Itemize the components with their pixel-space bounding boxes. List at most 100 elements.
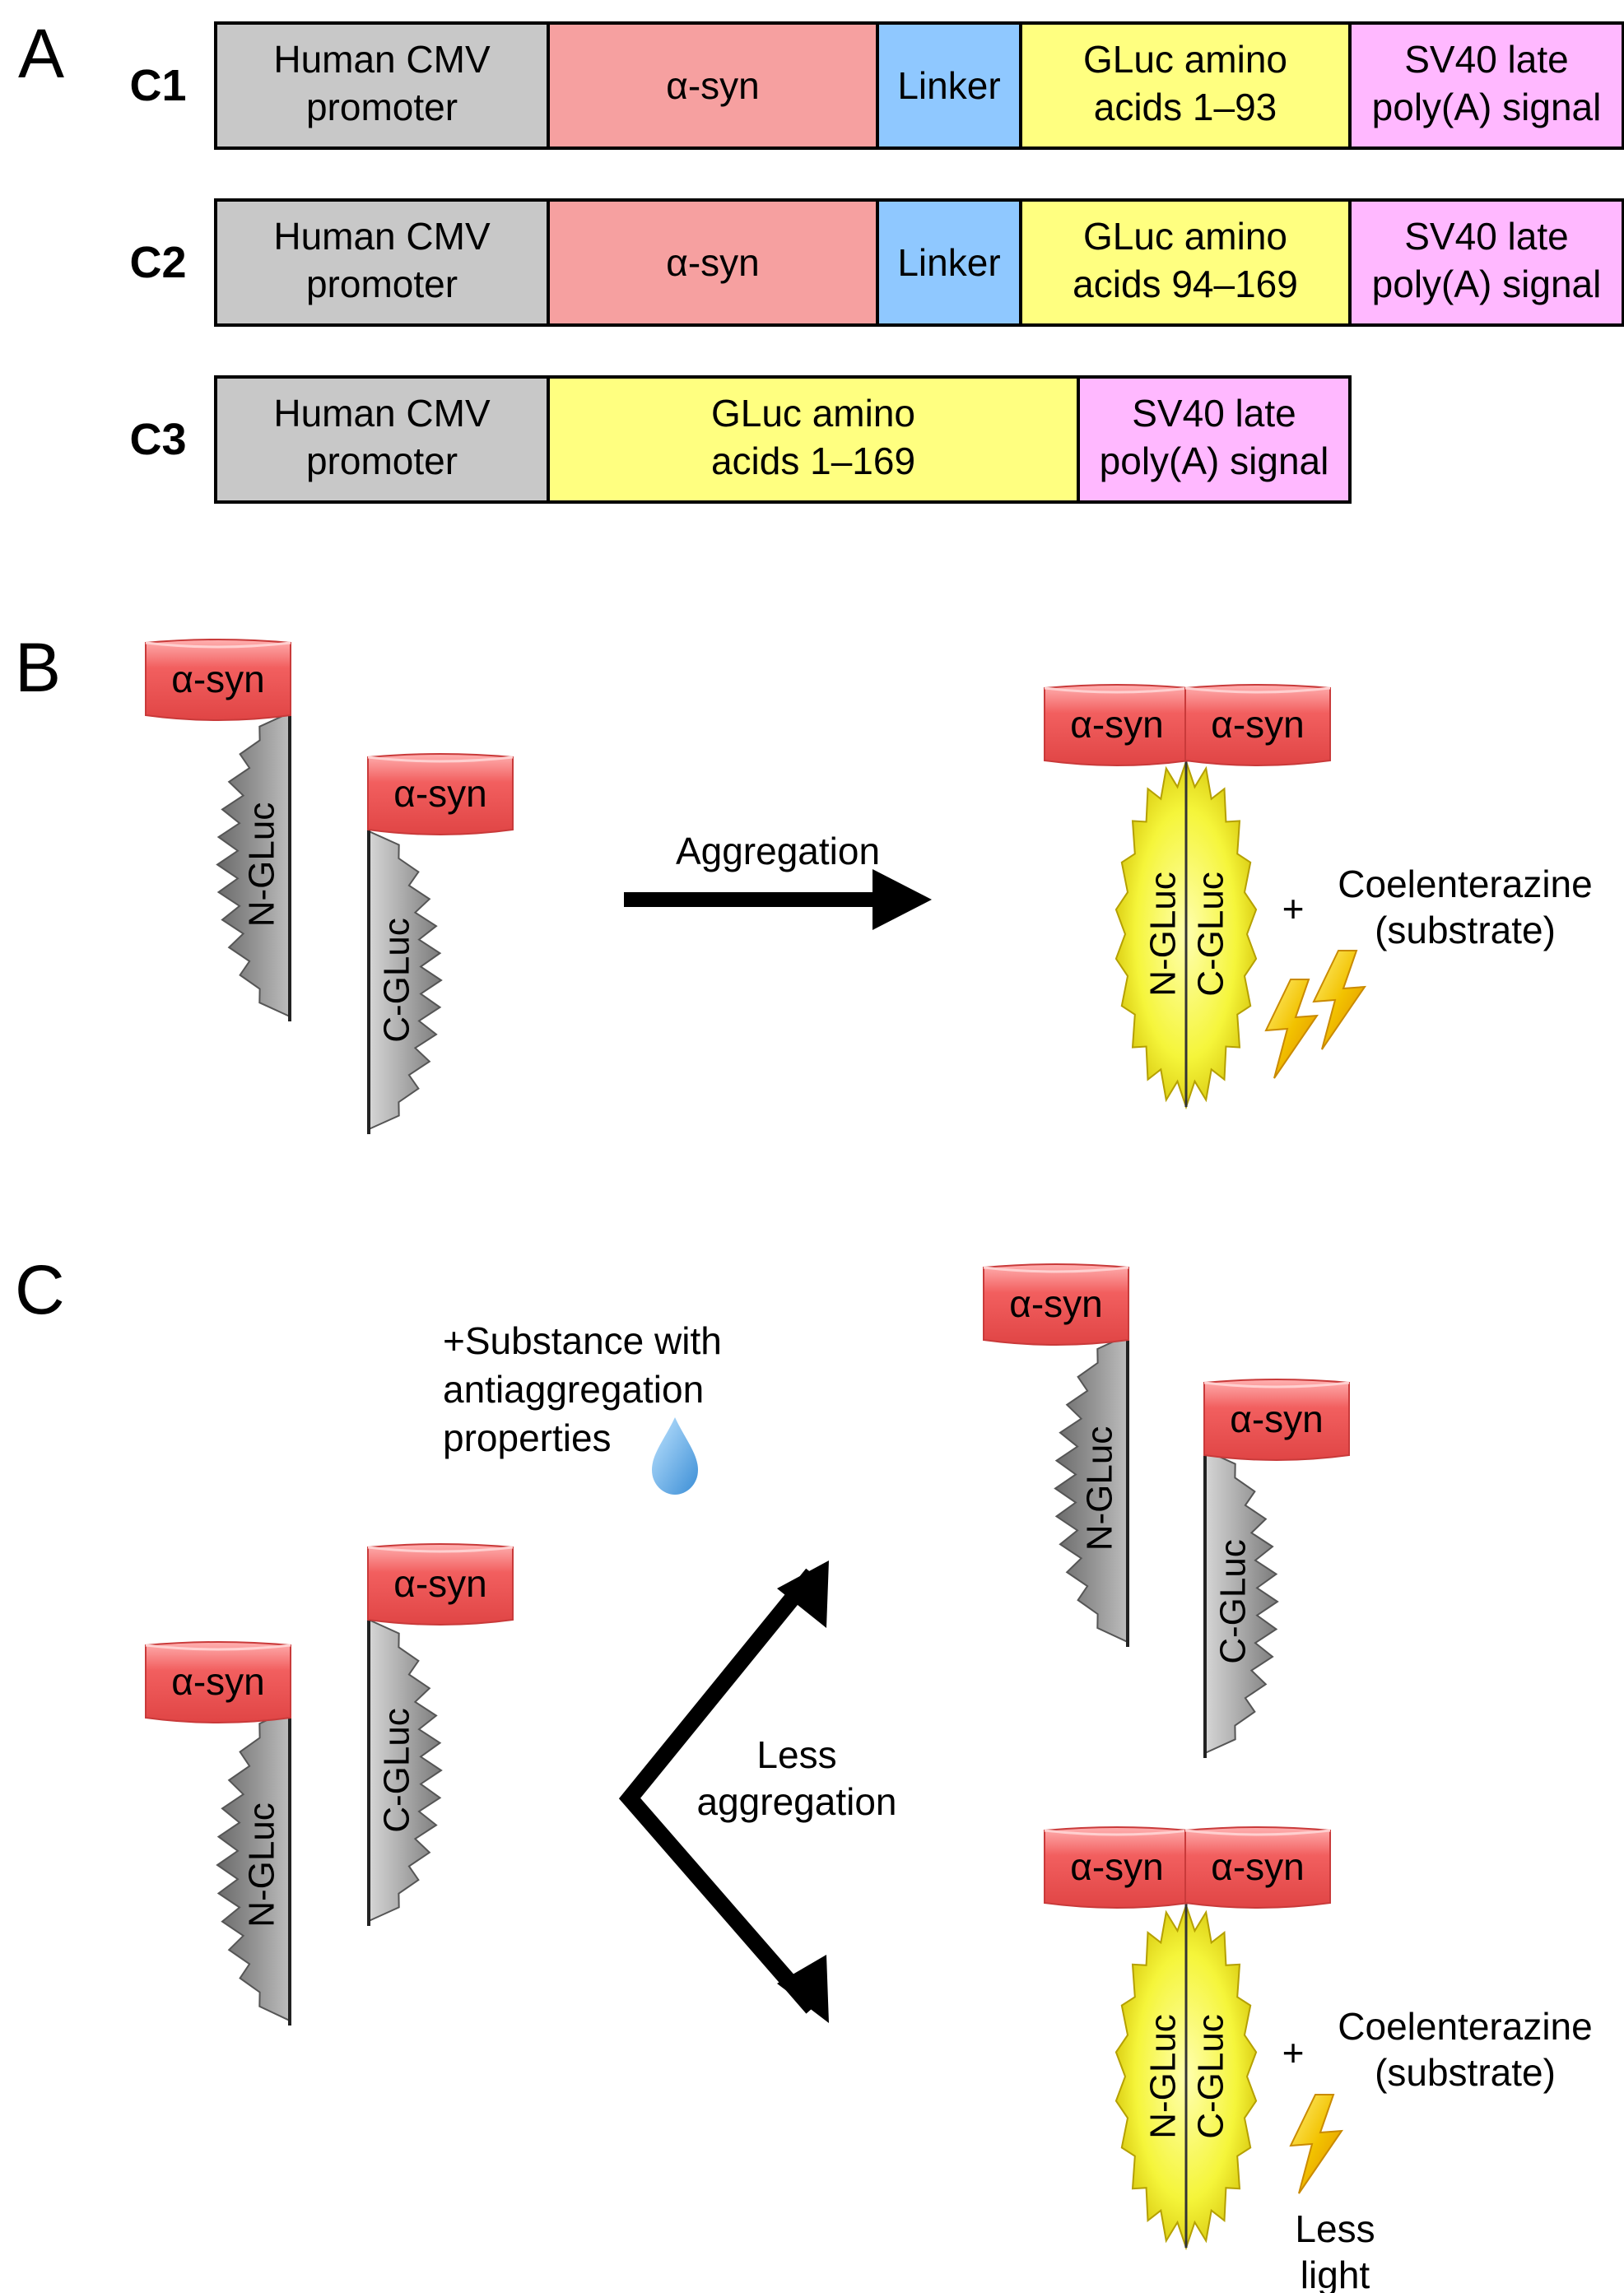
svg-text:α-syn: α-syn [171,658,265,700]
svg-text:C-GLuc: C-GLuc [1191,2014,1231,2139]
substrate-label: (substrate) [1375,909,1556,951]
aggregation-arrowhead [872,869,932,930]
construct-label: C1 [129,61,186,110]
alpha-syn-cylinder: α-syn [1203,1379,1350,1461]
branch-arrowhead-down [777,1955,829,2023]
segment-label: promoter [306,263,458,305]
c-gluc-fragment: C-GLuc [367,1603,443,1926]
construct-segment [1077,375,1352,504]
less-light-line1: Less [1295,2207,1375,2250]
svg-text:C-GLuc: C-GLuc [1213,1539,1254,1664]
plus-sign: + [1282,2031,1305,2074]
construct-segment [214,21,550,150]
construct-segment [1348,198,1624,327]
substance-label-line1: +Substance with [443,1319,722,1362]
alpha-syn-cylinder: α-syn [367,753,514,835]
aggregation-label: Aggregation [676,830,880,872]
alpha-syn-cylinder: α-syn [1044,1826,1190,1909]
segment-label: poly(A) signal [1100,440,1329,482]
svg-text:N-GLuc: N-GLuc [1143,872,1184,997]
construct-segment [1348,21,1624,150]
substance-label-line3: properties [443,1416,612,1459]
svg-text:α-syn: α-syn [393,772,487,815]
svg-text:α-syn: α-syn [393,1562,487,1605]
panel-label-b: B [15,629,61,706]
alpha-syn-cylinder: α-syn [1044,684,1190,766]
n-gluc-fragment: N-GLuc [216,1693,291,2026]
droplet-icon [652,1417,698,1495]
construct-row: C3 Human CMV promoter GLuc amino acids 1–169… [129,375,1352,504]
segment-label: α-syn [666,241,760,284]
light-bolt-icon [1264,979,1319,1079]
c-gluc-fragment: C-GLuc [1203,1434,1279,1758]
branch-arrowhead-up [777,1560,829,1628]
n-gluc-fragment: N-GLuc [1054,1319,1129,1647]
less-light-line2: light [1301,2253,1370,2293]
segment-label: α-syn [666,64,760,107]
segment-label: acids 1–169 [711,440,915,482]
segment-label: GLuc amino [711,392,915,435]
svg-text:N-GLuc: N-GLuc [242,802,282,928]
plus-sign: + [1282,887,1305,930]
construct-segment [547,21,879,150]
segment-label: Human CMV [273,215,491,258]
segment-label: poly(A) signal [1372,86,1602,128]
less-aggregation-line1: Less [756,1733,836,1776]
svg-text:α-syn: α-syn [1211,1845,1305,1888]
segment-label: Human CMV [273,38,491,81]
segment-label: acids 1–93 [1094,86,1277,128]
n-gluc-fragment: N-GLuc [216,696,291,1021]
construct-segment [876,21,1022,150]
segment-label: poly(A) signal [1372,263,1602,305]
svg-text:α-syn: α-syn [1230,1398,1324,1440]
construct-segment [214,198,550,327]
segment-label: SV40 late [1404,215,1568,258]
svg-text:α-syn: α-syn [1211,703,1305,746]
alpha-syn-cylinder: α-syn [1184,684,1331,766]
construct-segment [547,375,1080,504]
svg-text:N-GLuc: N-GLuc [1143,2014,1184,2139]
svg-text:α-syn: α-syn [1070,703,1164,746]
svg-text:C-GLuc: C-GLuc [1191,872,1231,997]
svg-text:C-GLuc: C-GLuc [377,1708,417,1833]
segment-label: promoter [306,86,458,128]
alpha-syn-cylinder: α-syn [145,1641,291,1723]
construct-label: C3 [129,415,186,464]
light-bolt-icon [1312,950,1367,1050]
segment-label: GLuc amino [1083,215,1287,258]
alpha-syn-cylinder: α-syn [367,1543,514,1626]
segment-label: SV40 late [1132,392,1296,435]
panel-label-c: C [15,1251,65,1328]
coelenterazine-label: Coelenterazine [1338,863,1592,905]
svg-text:N-GLuc: N-GLuc [1080,1426,1120,1551]
substance-label-line2: antiaggregation [443,1368,704,1411]
segment-label: GLuc amino [1083,38,1287,81]
svg-text:α-syn: α-syn [1009,1282,1103,1325]
construct-label: C2 [129,238,186,287]
construct-segment [1019,198,1352,327]
segment-label: promoter [306,440,458,482]
coelenterazine-label: Coelenterazine [1338,2005,1592,2048]
svg-text:α-syn: α-syn [171,1660,265,1703]
branch-arrow [618,1568,819,2014]
light-bolt-icon [1289,2094,1344,2194]
construct-segment [547,198,879,327]
svg-text:C-GLuc: C-GLuc [377,918,417,1043]
alpha-syn-cylinder: α-syn [145,639,291,721]
alpha-syn-cylinder: α-syn [1184,1826,1331,1909]
segment-label: acids 94–169 [1073,263,1298,305]
svg-text:N-GLuc: N-GLuc [242,1802,282,1928]
alpha-syn-cylinder: α-syn [983,1263,1129,1346]
substrate-label: (substrate) [1375,2051,1556,2094]
panel-label-a: A [18,15,64,92]
svg-text:α-syn: α-syn [1070,1845,1164,1888]
segment-label: SV40 late [1404,38,1568,81]
segment-label: Human CMV [273,392,491,435]
construct-segment [876,198,1022,327]
